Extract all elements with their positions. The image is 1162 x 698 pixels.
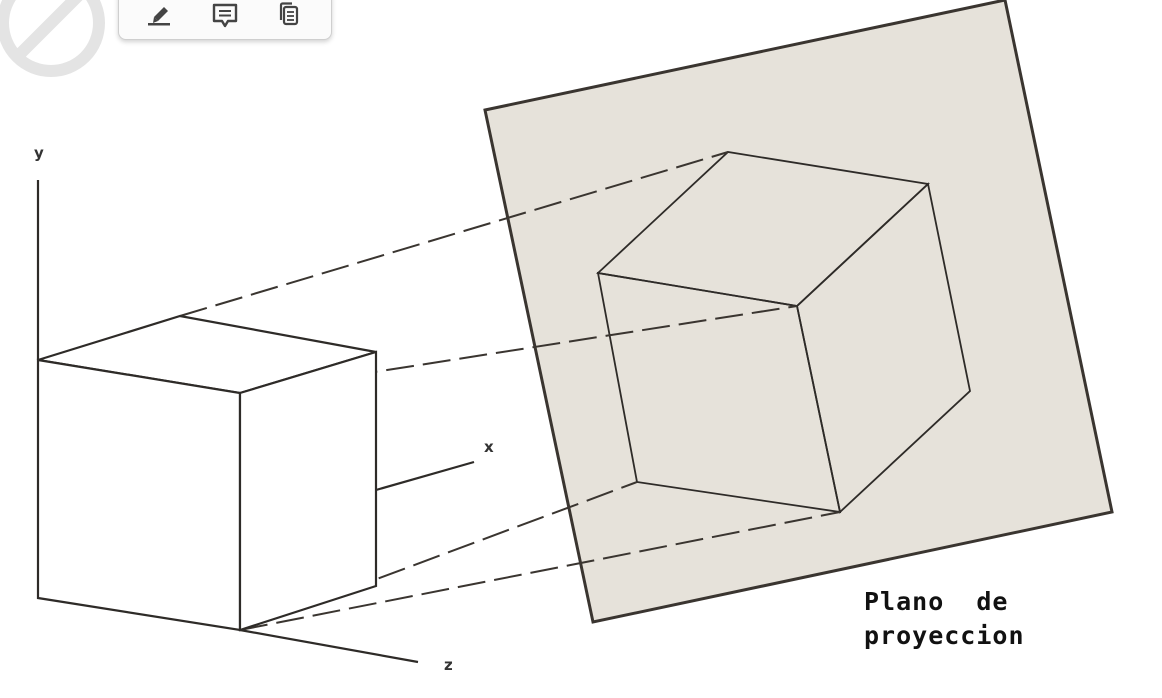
copy-button[interactable] xyxy=(271,0,307,31)
blocked-circle-icon xyxy=(0,0,105,77)
original-cube xyxy=(36,314,378,632)
annotation-toolbar xyxy=(118,0,332,40)
plane-label-line2: proyeccion xyxy=(864,621,1025,650)
plane-label: Plano de proyeccion xyxy=(864,585,1025,653)
plane-label-line1: Plano de xyxy=(864,587,1009,616)
highlight-pen-icon xyxy=(148,7,170,26)
y-axis-label: y xyxy=(34,144,44,162)
z-axis-label: z xyxy=(444,656,453,674)
coordinate-axes xyxy=(36,180,475,664)
z-axis xyxy=(239,628,419,664)
comment-button[interactable] xyxy=(207,0,243,31)
copy-icon xyxy=(279,2,299,26)
comment-icon xyxy=(212,3,238,28)
x-axis xyxy=(375,460,475,492)
x-axis-label: x xyxy=(484,438,494,456)
highlight-button[interactable] xyxy=(141,0,177,31)
